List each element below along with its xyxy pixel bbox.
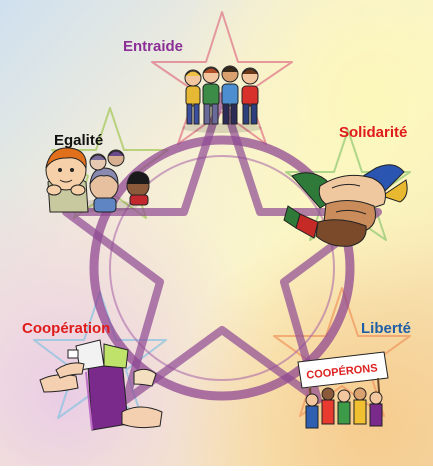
- children-faces-icon: [45, 147, 150, 213]
- joined-hands-icon: [283, 164, 408, 247]
- label-solidarite: Solidarité: [339, 124, 408, 141]
- node-star-top: [151, 11, 293, 145]
- label-liberte: Liberté: [361, 320, 412, 337]
- label-entraide: Entraide: [123, 38, 184, 55]
- label-cooperation: Coopération: [22, 320, 111, 337]
- group-of-children-icon: [182, 65, 262, 133]
- hands-sharing-book-icon: [39, 339, 163, 431]
- protesters-with-sign-icon: COOPÉRONS: [297, 351, 389, 429]
- label-egalite: Egalité: [54, 132, 104, 149]
- center-ring: [89, 135, 355, 401]
- node-star-bottom-right: [273, 287, 411, 417]
